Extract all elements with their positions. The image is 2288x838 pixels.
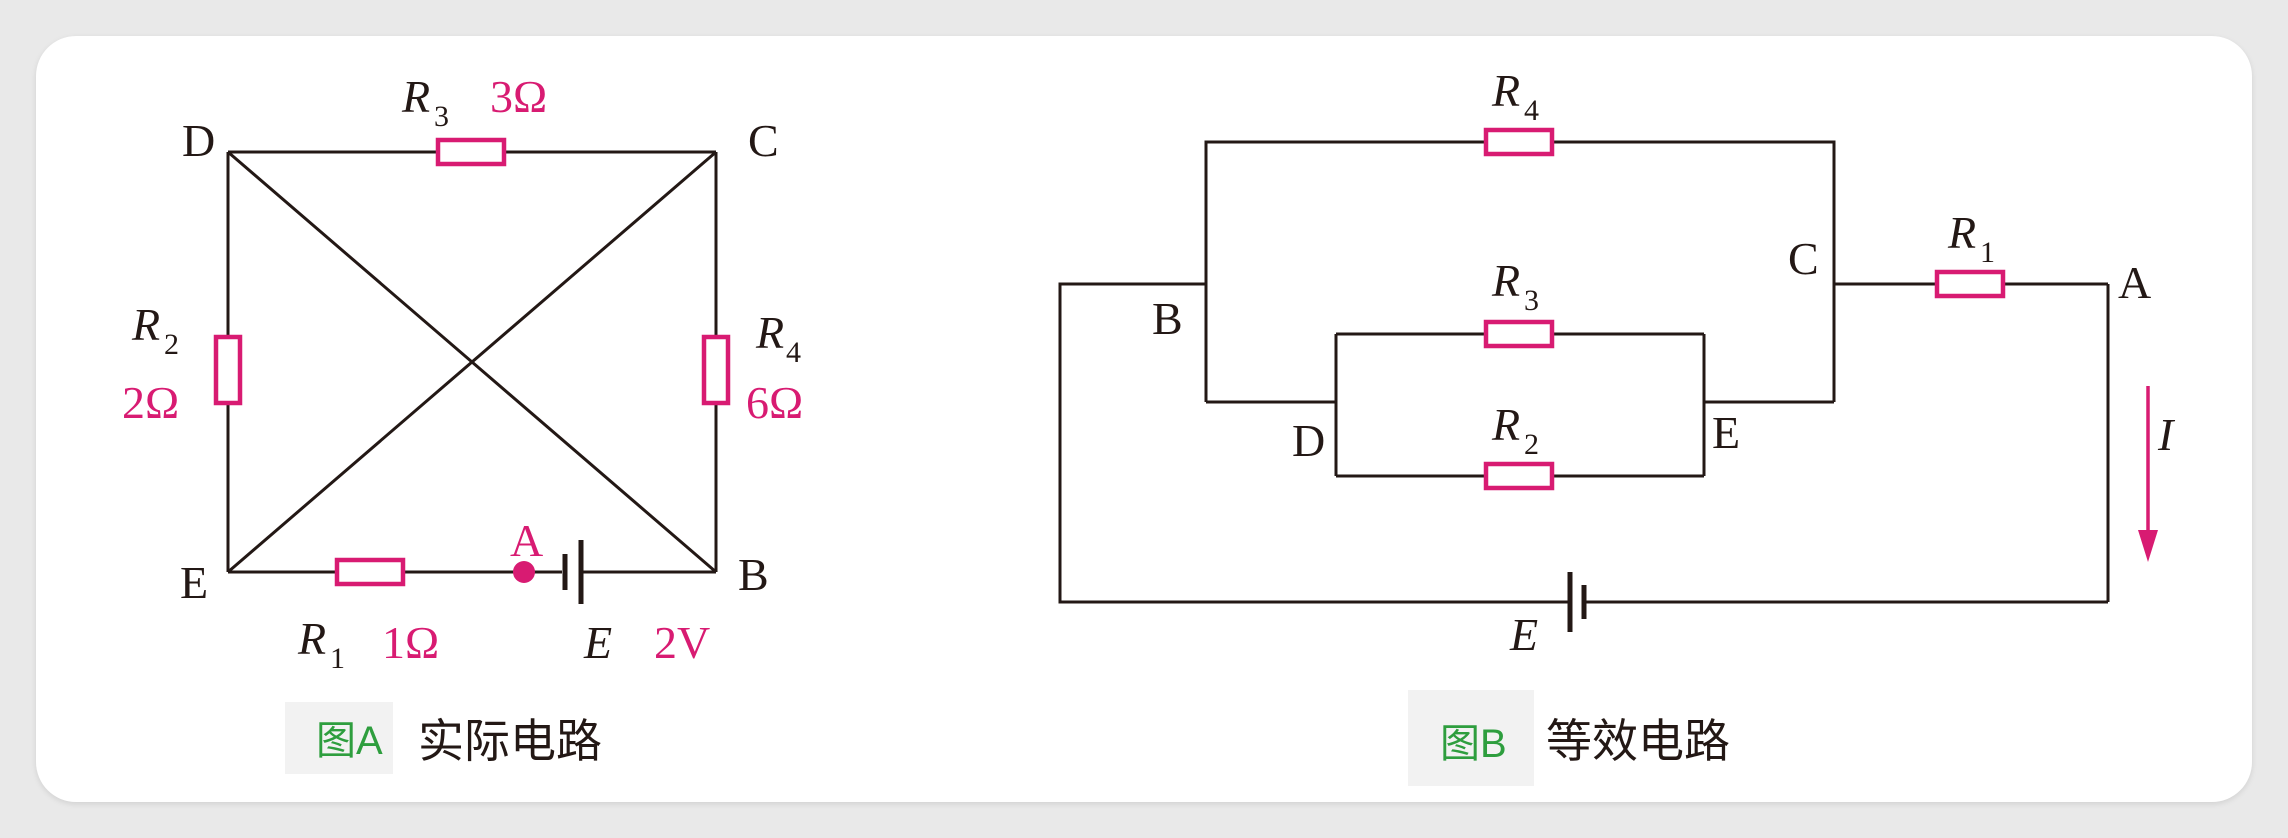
source-e-value: 2V xyxy=(654,617,710,668)
source-e-label-b: E xyxy=(1509,609,1538,660)
r3-subscript-b: 3 xyxy=(1524,284,1539,317)
wire-diagonal-ce xyxy=(227,150,717,574)
node-a-label: A xyxy=(510,515,543,566)
caption-b-text: 等效电路 xyxy=(1546,714,1730,768)
r4-subscript: 4 xyxy=(786,336,801,369)
r3-name-b: R xyxy=(1491,255,1520,306)
r3-value: 3Ω xyxy=(490,71,547,122)
r1-subscript-b: 1 xyxy=(1980,236,1995,269)
node-e-label-b: E xyxy=(1712,407,1740,458)
caption-b-tag: 图B xyxy=(1440,722,1507,766)
caption-a-tag: 图A xyxy=(316,719,383,763)
wire-outer-left-bottom xyxy=(1058,282,1568,604)
node-c-label-b: C xyxy=(1788,233,1819,284)
current-label: I xyxy=(2157,409,2176,460)
r3-subscript: 3 xyxy=(434,100,449,133)
r1-subscript: 1 xyxy=(330,642,345,675)
r4-subscript-b: 4 xyxy=(1524,94,1539,127)
resistor-r3 xyxy=(435,137,507,167)
r3-name: R xyxy=(401,71,430,122)
figure-a: D C E B A R 3 3Ω R 2 2Ω R 4 6Ω R 1 1Ω E … xyxy=(122,71,803,774)
caption-a-text: 实际电路 xyxy=(418,714,602,768)
r2-name: R xyxy=(131,299,160,350)
node-d-label-b: D xyxy=(1292,415,1325,466)
r2-name-b: R xyxy=(1491,399,1520,450)
current-arrow-head xyxy=(2138,530,2158,562)
resistor-r2 xyxy=(213,334,243,406)
resistor-r1 xyxy=(334,557,406,587)
r2-value: 2Ω xyxy=(122,377,179,428)
r1-value: 1Ω xyxy=(382,617,439,668)
resistor-r4 xyxy=(701,334,731,406)
r4-value: 6Ω xyxy=(746,377,803,428)
figure-b: B C A D E R 4 R 1 R 3 R 2 I E 图B 等效电路 xyxy=(1058,65,2176,786)
caption-b-tag-box xyxy=(1408,690,1534,786)
node-d-label: D xyxy=(182,115,215,166)
node-e-label: E xyxy=(180,557,208,608)
r4-name-b: R xyxy=(1491,65,1520,116)
r1-name-b: R xyxy=(1947,207,1976,258)
caption-a-tag-box xyxy=(285,702,393,774)
node-b-label: B xyxy=(738,549,769,600)
resistor-r3-b xyxy=(1483,319,1555,349)
resistor-r4-b xyxy=(1483,127,1555,157)
r1-name: R xyxy=(297,613,326,664)
r2-subscript: 2 xyxy=(164,328,179,361)
r4-name: R xyxy=(755,307,784,358)
node-a-dot xyxy=(513,561,535,583)
r2-subscript-b: 2 xyxy=(1524,428,1539,461)
resistor-r2-b xyxy=(1483,461,1555,491)
node-a-label-b: A xyxy=(2118,257,2151,308)
resistor-r1-b xyxy=(1934,269,2006,299)
node-c-label: C xyxy=(748,115,779,166)
node-b-label-b: B xyxy=(1152,293,1183,344)
source-e-name: E xyxy=(583,617,612,668)
